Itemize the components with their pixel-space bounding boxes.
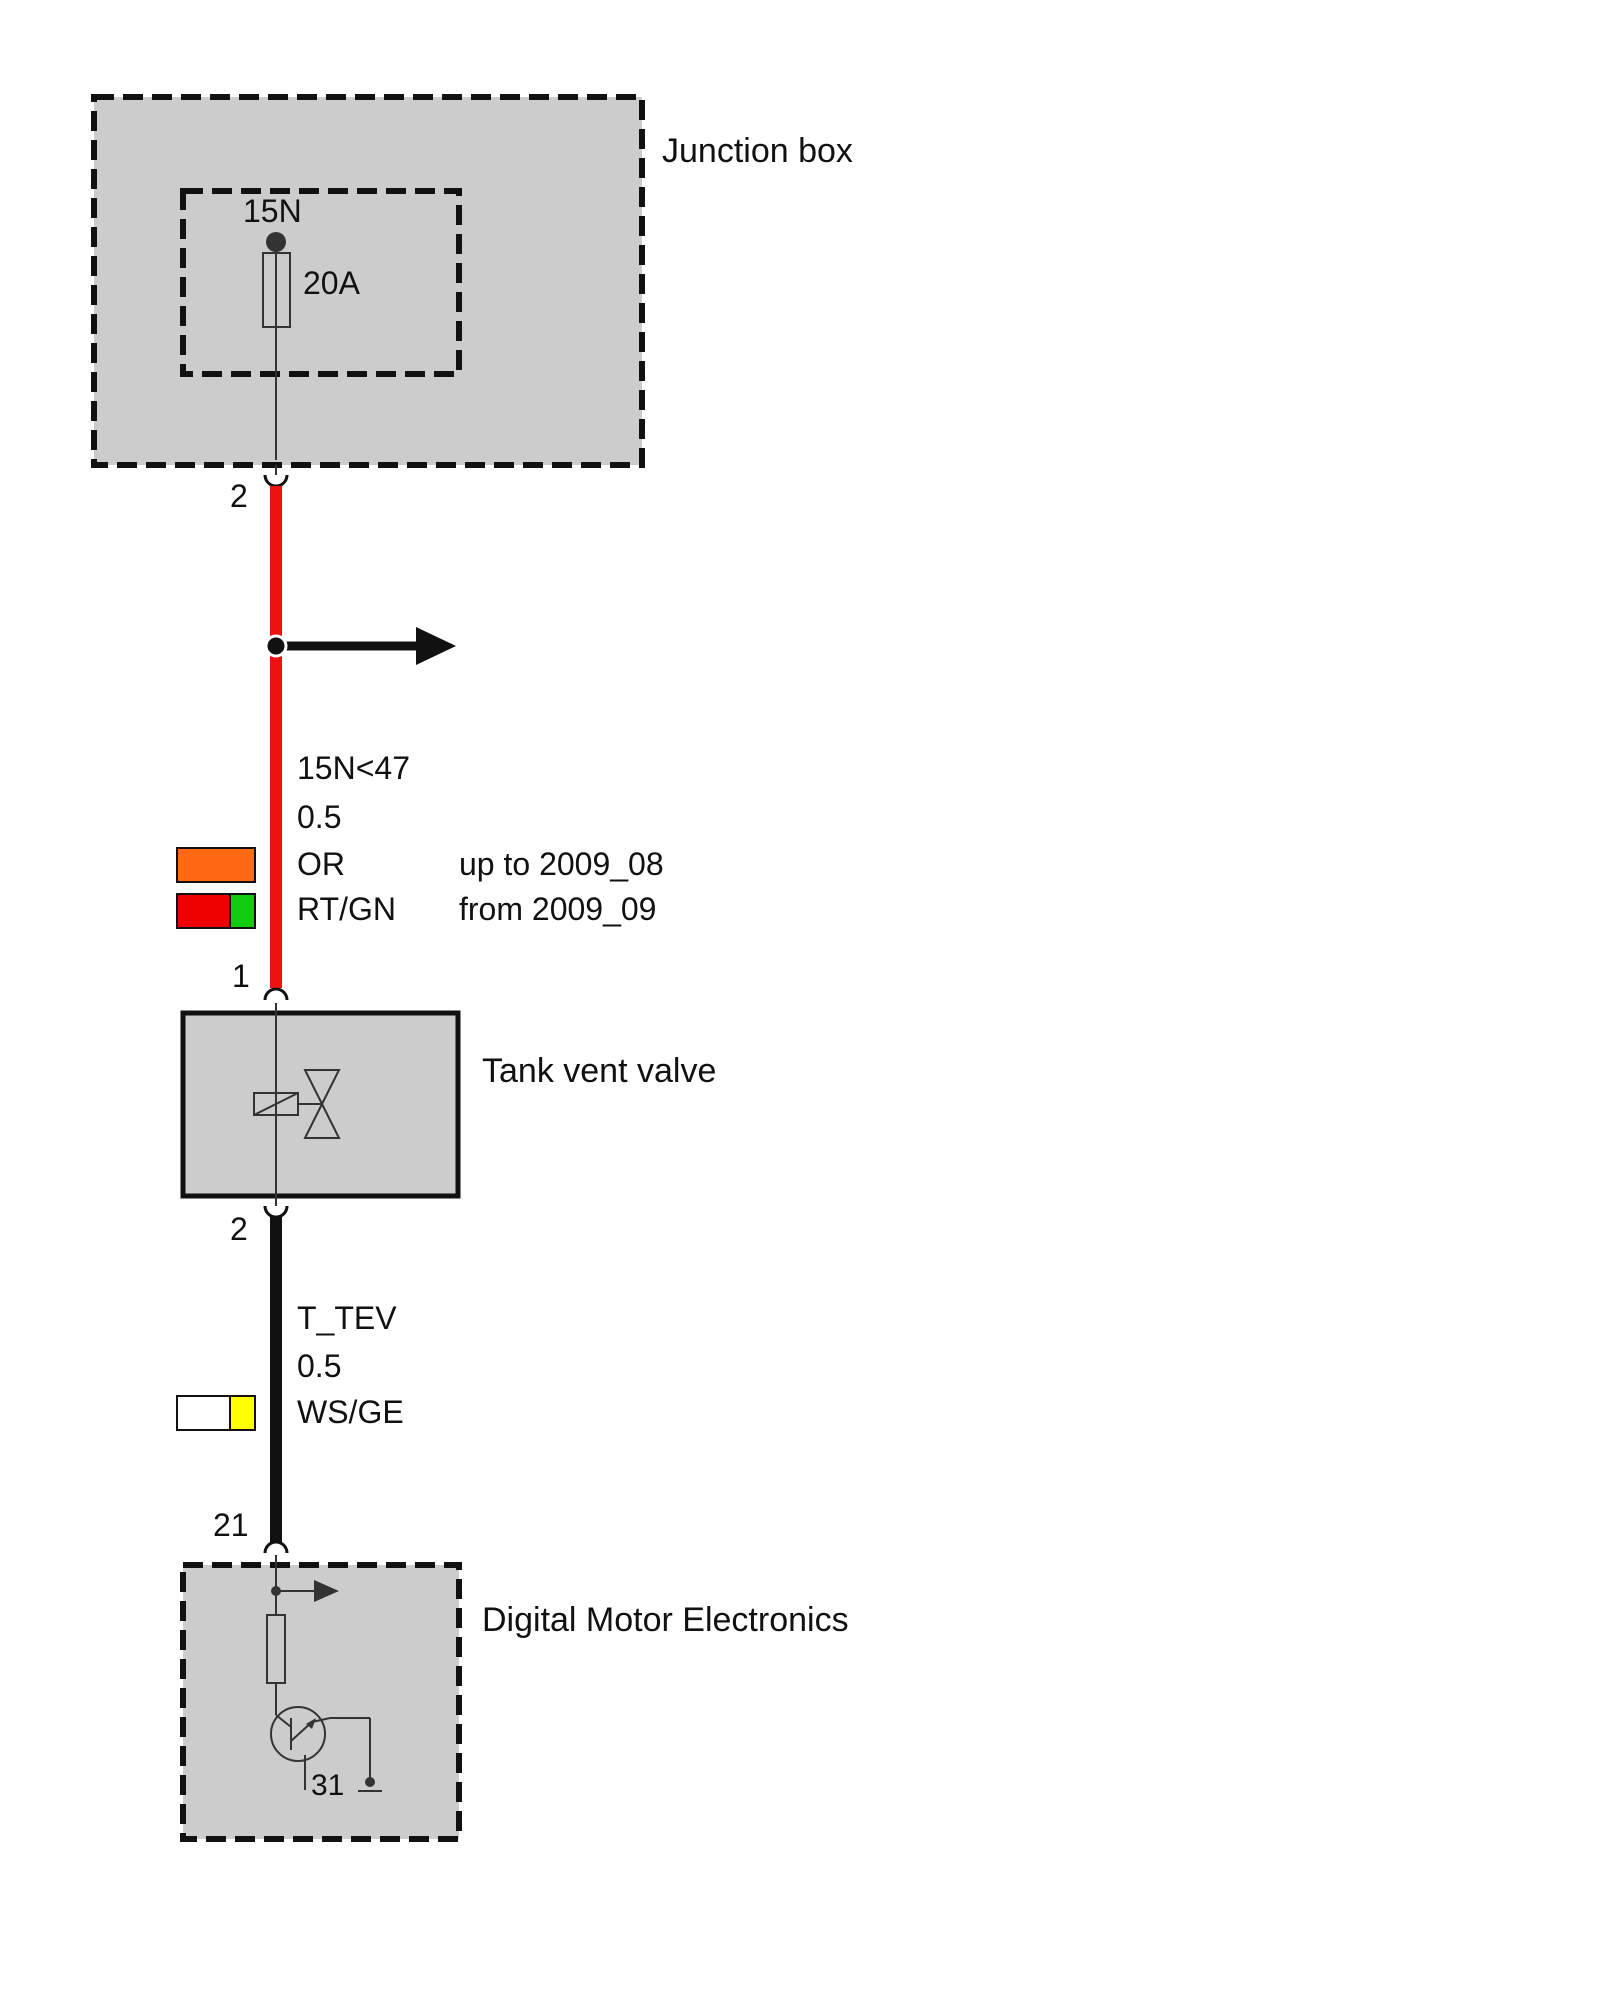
tank-vent-valve[interactable]: Tank vent valve: [180, 1003, 716, 1206]
dme-name: Digital Motor Electronics: [482, 1601, 849, 1639]
wire-upper-code-0: OR: [297, 846, 345, 882]
connector-dme-pin-21[interactable]: 21: [213, 1507, 289, 1554]
fuse-rating: 20A: [303, 265, 361, 301]
swatch-white-yellow: [176, 1395, 256, 1431]
fuse-icon: [262, 242, 291, 460]
junction-box-name: Junction box: [662, 132, 853, 170]
ground-pin-label: 31: [311, 1769, 344, 1802]
pin-label: 2: [230, 1211, 248, 1247]
terminal-label: 15N: [243, 193, 302, 229]
pin-label: 2: [230, 478, 248, 514]
pin-label: 1: [232, 958, 250, 994]
solenoid-valve-icon: [253, 1069, 341, 1139]
wire-upper[interactable]: [264, 486, 456, 988]
wire-upper-validity-0: up to 2009_08: [459, 846, 664, 882]
wire-upper-code-1: RT/GN: [297, 891, 396, 927]
swatch-red-green: [176, 893, 256, 929]
transistor-icon: [270, 1706, 371, 1790]
dme-outline: [180, 1562, 462, 1842]
wire-lower-signal: T_TEV: [297, 1300, 397, 1336]
branch-arrow-icon: [416, 627, 456, 665]
wire-lower-gauge: 0.5: [297, 1348, 341, 1384]
wire-upper-signal: 15N<47: [297, 750, 410, 786]
tank-vent-valve-name: Tank vent valve: [482, 1052, 716, 1090]
wire-lower-code: WS/GE: [297, 1394, 404, 1430]
signal-arrow-icon: [314, 1580, 339, 1602]
fuse-carrier-outline: [180, 188, 462, 377]
ground-icon: [358, 1777, 382, 1792]
pin-label: 21: [213, 1507, 249, 1543]
swatch-orange: [176, 847, 256, 883]
wire-upper-gauge: 0.5: [297, 799, 341, 835]
connector-jb-pin-2[interactable]: 2: [230, 465, 289, 514]
connector-tev-pin-2[interactable]: 2: [230, 1205, 289, 1247]
junction-box[interactable]: 15N 20A Junction box: [91, 94, 853, 468]
dme-module[interactable]: 31 Digital Motor Electronics: [180, 1555, 849, 1842]
junction-box-outline: [91, 94, 645, 468]
connector-tev-pin-1[interactable]: 1: [232, 958, 289, 1001]
wire-upper-validity-1: from 2009_09: [459, 891, 656, 927]
